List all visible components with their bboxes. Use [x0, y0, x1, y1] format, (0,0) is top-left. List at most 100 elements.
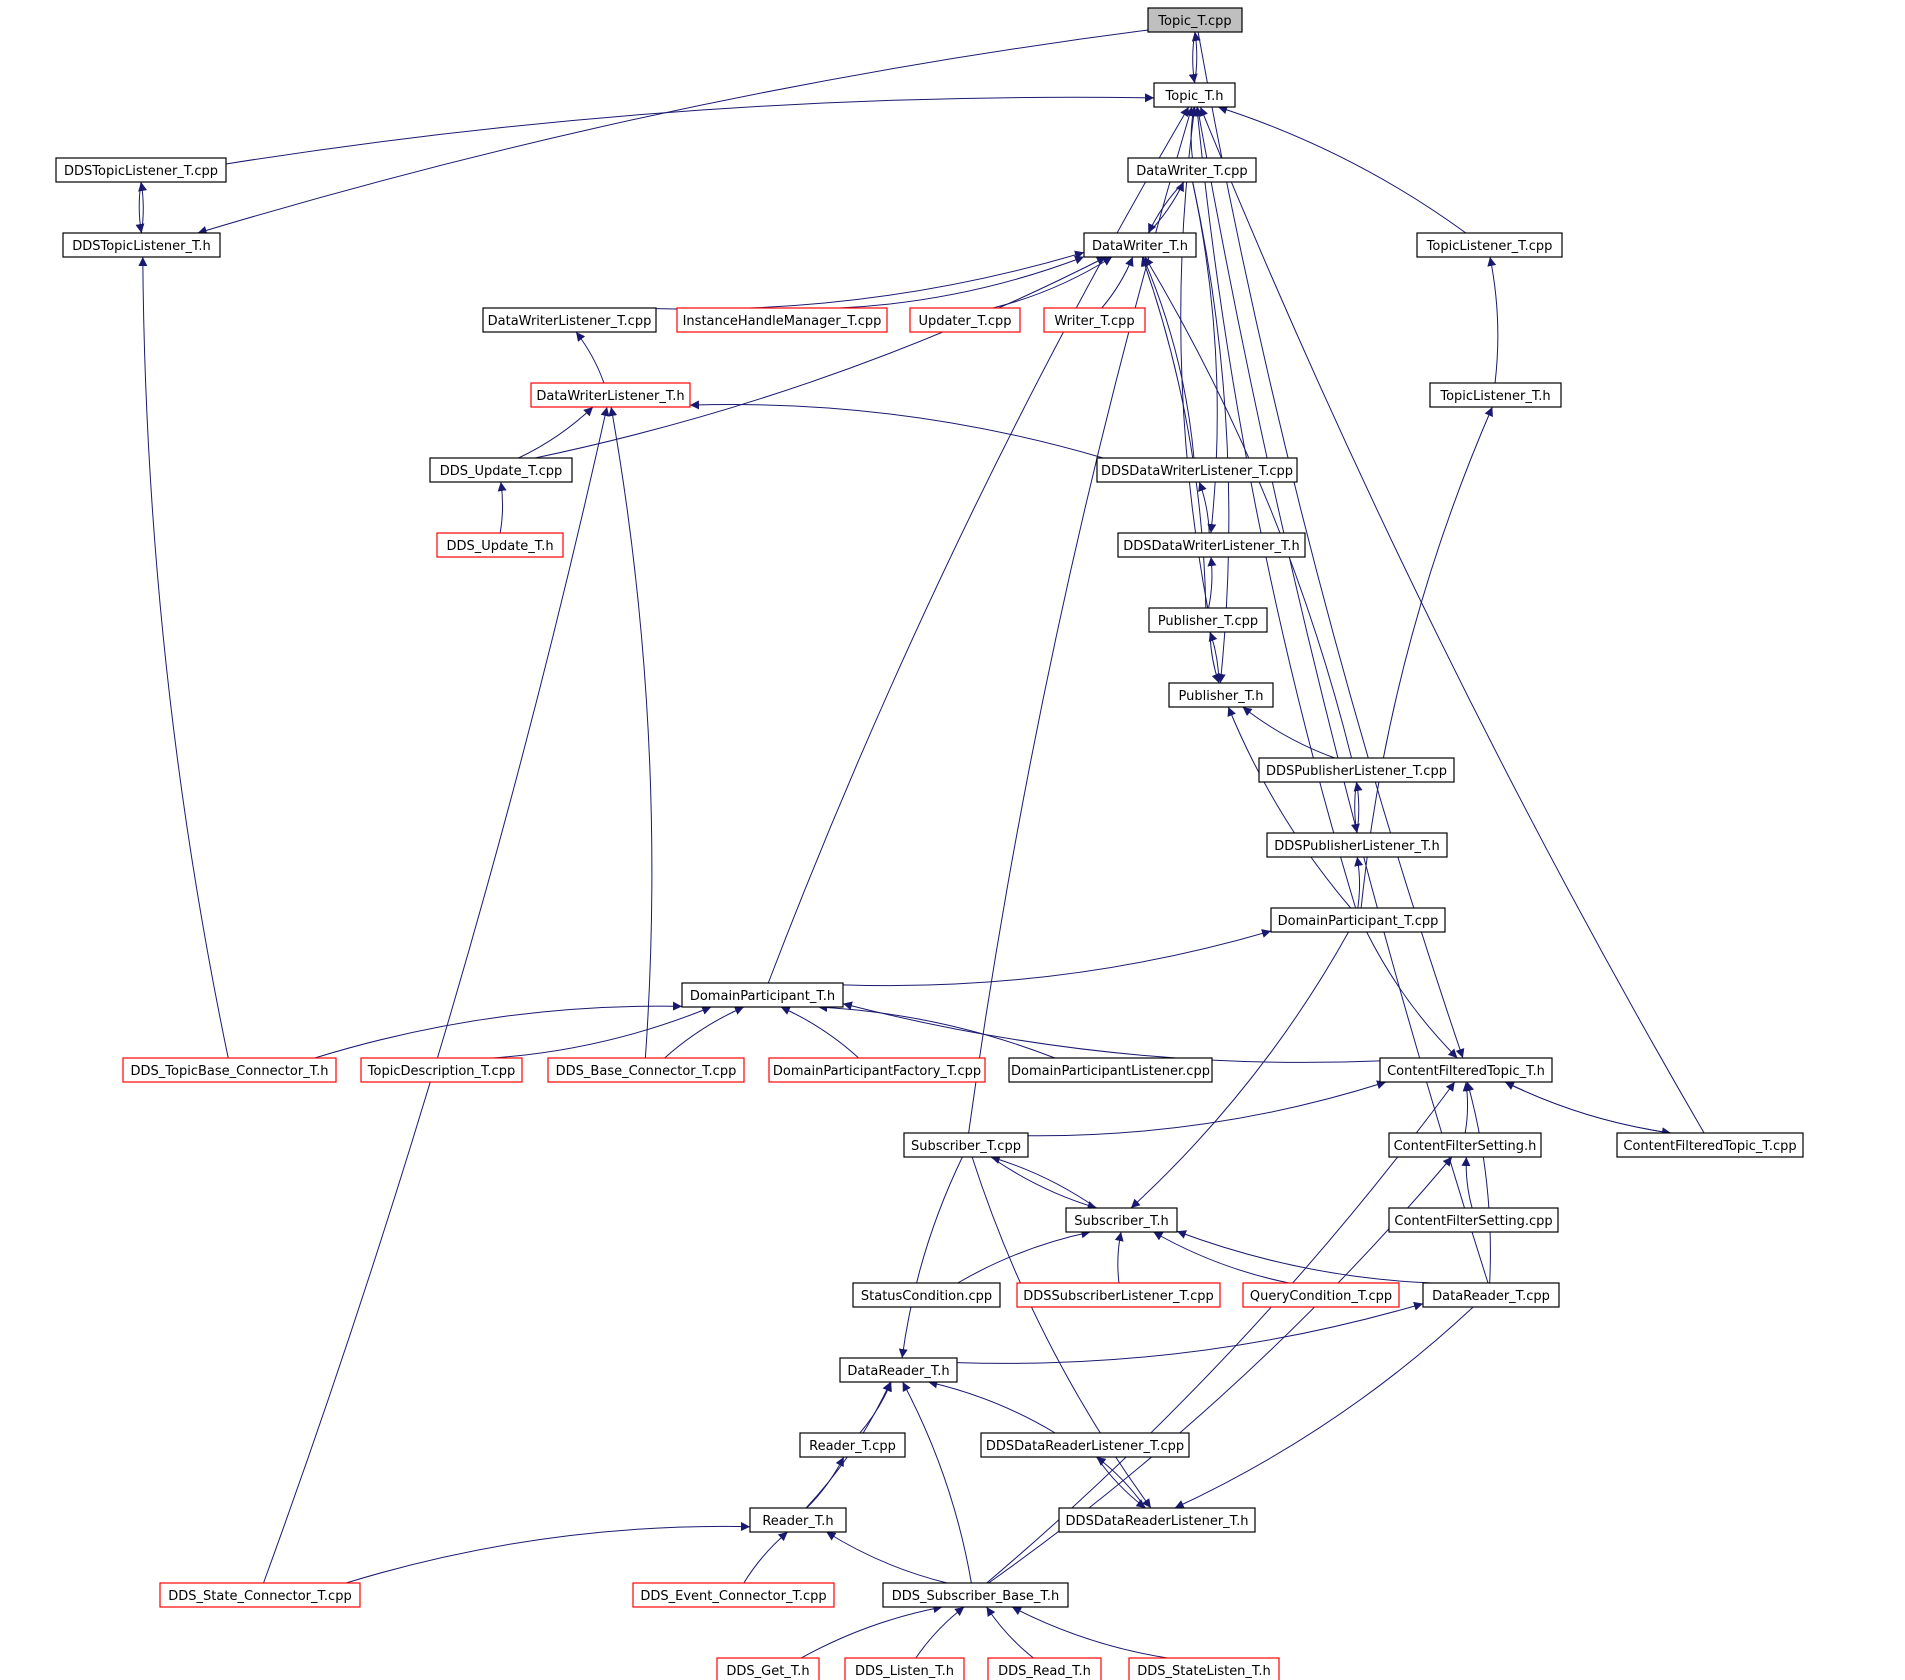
- node-label: TopicDescription_T.cpp: [367, 1064, 515, 1079]
- node-datawriter-t-h[interactable]: DataWriter_T.h: [1083, 232, 1197, 258]
- node-contentfiltersetting-h[interactable]: ContentFilterSetting.h: [1388, 1132, 1542, 1158]
- node-contentfiltersetting-cpp[interactable]: ContentFilterSetting.cpp: [1388, 1207, 1559, 1233]
- edge-dds_state_connector_t_cpp-to-datawriterlistener_t_h: [263, 406, 610, 1584]
- node-reader-t-h[interactable]: Reader_T.h: [749, 1507, 847, 1533]
- edge-dds_listen_t_h-to-dds_subscriber_base_t_h: [915, 1606, 965, 1659]
- edge-topic_t_cpp-to-ddstopiclistener_t_h: [197, 29, 1149, 235]
- node-box: [122, 1057, 337, 1083]
- node-ddsdatareaderlistener-t-h[interactable]: DDSDataReaderListener_T.h: [1058, 1507, 1256, 1533]
- node-writer-t-cpp[interactable]: Writer_T.cpp: [1043, 307, 1146, 333]
- node-dds-read-t-h[interactable]: DDS_Read_T.h: [987, 1657, 1102, 1680]
- edge-publisher_t_cpp-to-ddsdatawriterlistener_t_h: [1207, 556, 1217, 609]
- node-datawriter-t-cpp[interactable]: DataWriter_T.cpp: [1127, 157, 1257, 183]
- edge-ddssubscriberlistener_t_cpp-to-subscriber_t_h: [1114, 1231, 1124, 1284]
- node-subscriber-t-h[interactable]: Subscriber_T.h: [1065, 1207, 1178, 1233]
- node-datawriterlistener-t-h[interactable]: DataWriterListener_T.h: [530, 382, 691, 408]
- node-contentfilteredtopic-t-h[interactable]: ContentFilteredTopic_T.h: [1379, 1057, 1553, 1083]
- edge-dds_base_connector_t_cpp-to-datawriterlistener_t_h: [608, 406, 653, 1059]
- node-dds-event-connector-t-cpp[interactable]: DDS_Event_Connector_T.cpp: [632, 1582, 835, 1608]
- edge-ddsdatawriterlistener_t_h-to-ddsdatawriterlistener_t_cpp: [1198, 481, 1210, 534]
- node-label: Reader_T.cpp: [809, 1439, 896, 1454]
- node-label: DDS_Event_Connector_T.cpp: [640, 1589, 826, 1604]
- node-label: DDSPublisherListener_T.cpp: [1266, 764, 1447, 779]
- node-ddsdatawriterlistener-t-h[interactable]: DDSDataWriterListener_T.h: [1117, 532, 1306, 558]
- node-topiclistener-t-h[interactable]: TopicListener_T.h: [1429, 382, 1562, 408]
- node-box: [159, 1582, 361, 1608]
- node-ddstopiclistener-t-cpp[interactable]: DDSTopicListener_T.cpp: [55, 157, 227, 183]
- edge-ddspublisherlistener_t_h-to-ddspublisherlistener_t_cpp: [1353, 781, 1363, 834]
- node-ddssubscriberlistener-t-cpp[interactable]: DDSSubscriberListener_T.cpp: [1016, 1282, 1221, 1308]
- node-dds-subscriber-base-t-h[interactable]: DDS_Subscriber_Base_T.h: [882, 1582, 1069, 1608]
- edge-ddsdatawriterlistener_t_cpp-to-datawriterlistener_t_h: [689, 400, 1104, 459]
- node-statuscondition-cpp[interactable]: StatusCondition.cpp: [852, 1282, 1001, 1308]
- edge-ddspublisherlistener_t_cpp-to-ddspublisherlistener_t_h: [1351, 781, 1360, 834]
- node-box: [1616, 1132, 1804, 1158]
- node-dds-update-t-cpp[interactable]: DDS_Update_T.cpp: [429, 457, 573, 483]
- edge-contentfiltersetting_h-to-contentfilteredtopic_t_h: [1462, 1081, 1472, 1134]
- node-ddspublisherlistener-t-cpp[interactable]: DDSPublisherListener_T.cpp: [1258, 757, 1455, 783]
- edge-dds_read_t_h-to-dds_subscriber_base_t_h: [986, 1606, 1034, 1659]
- node-label: DDSSubscriberListener_T.cpp: [1023, 1289, 1213, 1304]
- node-box: [749, 1507, 847, 1533]
- node-ddspublisherlistener-t-h[interactable]: DDSPublisherListener_T.h: [1266, 832, 1448, 858]
- node-topic-t-cpp[interactable]: Topic_T.cpp: [1147, 7, 1243, 33]
- node-topicdescription-t-cpp[interactable]: TopicDescription_T.cpp: [360, 1057, 523, 1083]
- node-box: [716, 1657, 820, 1680]
- edge-datawriterlistener_t_h-to-datawriterlistener_t_cpp: [575, 331, 605, 384]
- node-ddstopiclistener-t-h[interactable]: DDSTopicListener_T.h: [62, 232, 221, 258]
- node-datareader-t-h[interactable]: DataReader_T.h: [839, 1357, 958, 1383]
- edge-contentfilteredtopic_t_cpp-to-topic_t_h: [1199, 106, 1705, 1134]
- edge-datawriter_t_h-to-datawriter_t_cpp: [1147, 181, 1185, 234]
- edge-statuscondition_cpp-to-subscriber_t_h: [957, 1229, 1091, 1284]
- node-datawriterlistener-t-cpp[interactable]: DataWriterListener_T.cpp: [482, 307, 657, 333]
- edge-ddstopiclistener_t_cpp-to-topic_t_h: [225, 93, 1155, 165]
- node-updater-t-cpp[interactable]: Updater_T.cpp: [909, 307, 1021, 333]
- node-ddsdatareaderlistener-t-cpp[interactable]: DDSDataReaderListener_T.cpp: [980, 1432, 1190, 1458]
- node-label: ContentFilterSetting.cpp: [1394, 1214, 1552, 1229]
- node-reader-t-cpp[interactable]: Reader_T.cpp: [799, 1432, 906, 1458]
- node-publisher-t-cpp[interactable]: Publisher_T.cpp: [1148, 607, 1268, 633]
- node-dds-base-connector-t-cpp[interactable]: DDS_Base_Connector_T.cpp: [547, 1057, 745, 1083]
- node-box: [1258, 757, 1455, 783]
- edge-topiclistener_t_cpp-to-topic_t_h: [1217, 105, 1467, 234]
- node-label: DDS_Listen_T.h: [855, 1664, 954, 1679]
- node-instancehandlemanager-t-cpp[interactable]: InstanceHandleManager_T.cpp: [676, 307, 888, 333]
- node-label: DDS_StateListen_T.h: [1137, 1664, 1270, 1679]
- node-datareader-t-cpp[interactable]: DataReader_T.cpp: [1422, 1282, 1560, 1308]
- node-box: [1266, 832, 1448, 858]
- node-box: [1422, 1282, 1560, 1308]
- node-publisher-t-h[interactable]: Publisher_T.h: [1168, 682, 1274, 708]
- edge-dds_get_t_h-to-dds_subscriber_base_t_h: [800, 1604, 943, 1659]
- node-dds-listen-t-h[interactable]: DDS_Listen_T.h: [844, 1657, 965, 1680]
- node-subscriber-t-cpp[interactable]: Subscriber_T.cpp: [903, 1132, 1029, 1158]
- edge-datareader_t_cpp-to-contentfilteredtopic_t_h: [1465, 1081, 1491, 1284]
- node-dds-get-t-h[interactable]: DDS_Get_T.h: [716, 1657, 820, 1680]
- node-label: Updater_T.cpp: [918, 314, 1011, 329]
- node-contentfilteredtopic-t-cpp[interactable]: ContentFilteredTopic_T.cpp: [1616, 1132, 1804, 1158]
- node-querycondition-t-cpp[interactable]: QueryCondition_T.cpp: [1242, 1282, 1400, 1308]
- node-box: [1429, 382, 1562, 408]
- node-label: DDSDataReaderListener_T.h: [1066, 1514, 1249, 1529]
- node-domainparticipant-t-h[interactable]: DomainParticipant_T.h: [681, 982, 844, 1008]
- node-topic-t-h[interactable]: Topic_T.h: [1153, 82, 1236, 108]
- node-box: [1096, 457, 1298, 483]
- edge-ddstopiclistener_t_cpp-to-ddstopiclistener_t_h: [135, 181, 145, 234]
- node-ddsdatawriterlistener-t-cpp[interactable]: DDSDataWriterListener_T.cpp: [1096, 457, 1298, 483]
- edge-ddspublisherlistener_t_cpp-to-publisher_t_h: [1242, 706, 1335, 759]
- node-dds-state-connector-t-cpp[interactable]: DDS_State_Connector_T.cpp: [159, 1582, 361, 1608]
- node-dds-topicbase-connector-t-h[interactable]: DDS_TopicBase_Connector_T.h: [122, 1057, 337, 1083]
- edge-contentfilteredtopic_t_h-to-domainparticipant_t_h: [842, 1001, 1381, 1063]
- node-topiclistener-t-cpp[interactable]: TopicListener_T.cpp: [1416, 232, 1563, 258]
- node-domainparticipantfactory-t-cpp[interactable]: DomainParticipantFactory_T.cpp: [768, 1057, 986, 1083]
- node-dds-update-t-h[interactable]: DDS_Update_T.h: [436, 532, 564, 558]
- node-label: ContentFilteredTopic_T.h: [1387, 1064, 1545, 1079]
- node-box: [1008, 1057, 1213, 1083]
- node-domainparticipant-t-cpp[interactable]: DomainParticipant_T.cpp: [1270, 907, 1446, 933]
- node-domainparticipantlistener-cpp[interactable]: DomainParticipantListener.cpp: [1008, 1057, 1213, 1083]
- node-dds-statelisten-t-h[interactable]: DDS_StateListen_T.h: [1128, 1657, 1280, 1680]
- node-label: DataWriter_T.cpp: [1136, 164, 1247, 179]
- node-label: QueryCondition_T.cpp: [1250, 1289, 1392, 1304]
- edge-dds_event_connector_t_cpp-to-reader_t_h: [743, 1531, 789, 1584]
- node-label: DDS_State_Connector_T.cpp: [168, 1589, 351, 1604]
